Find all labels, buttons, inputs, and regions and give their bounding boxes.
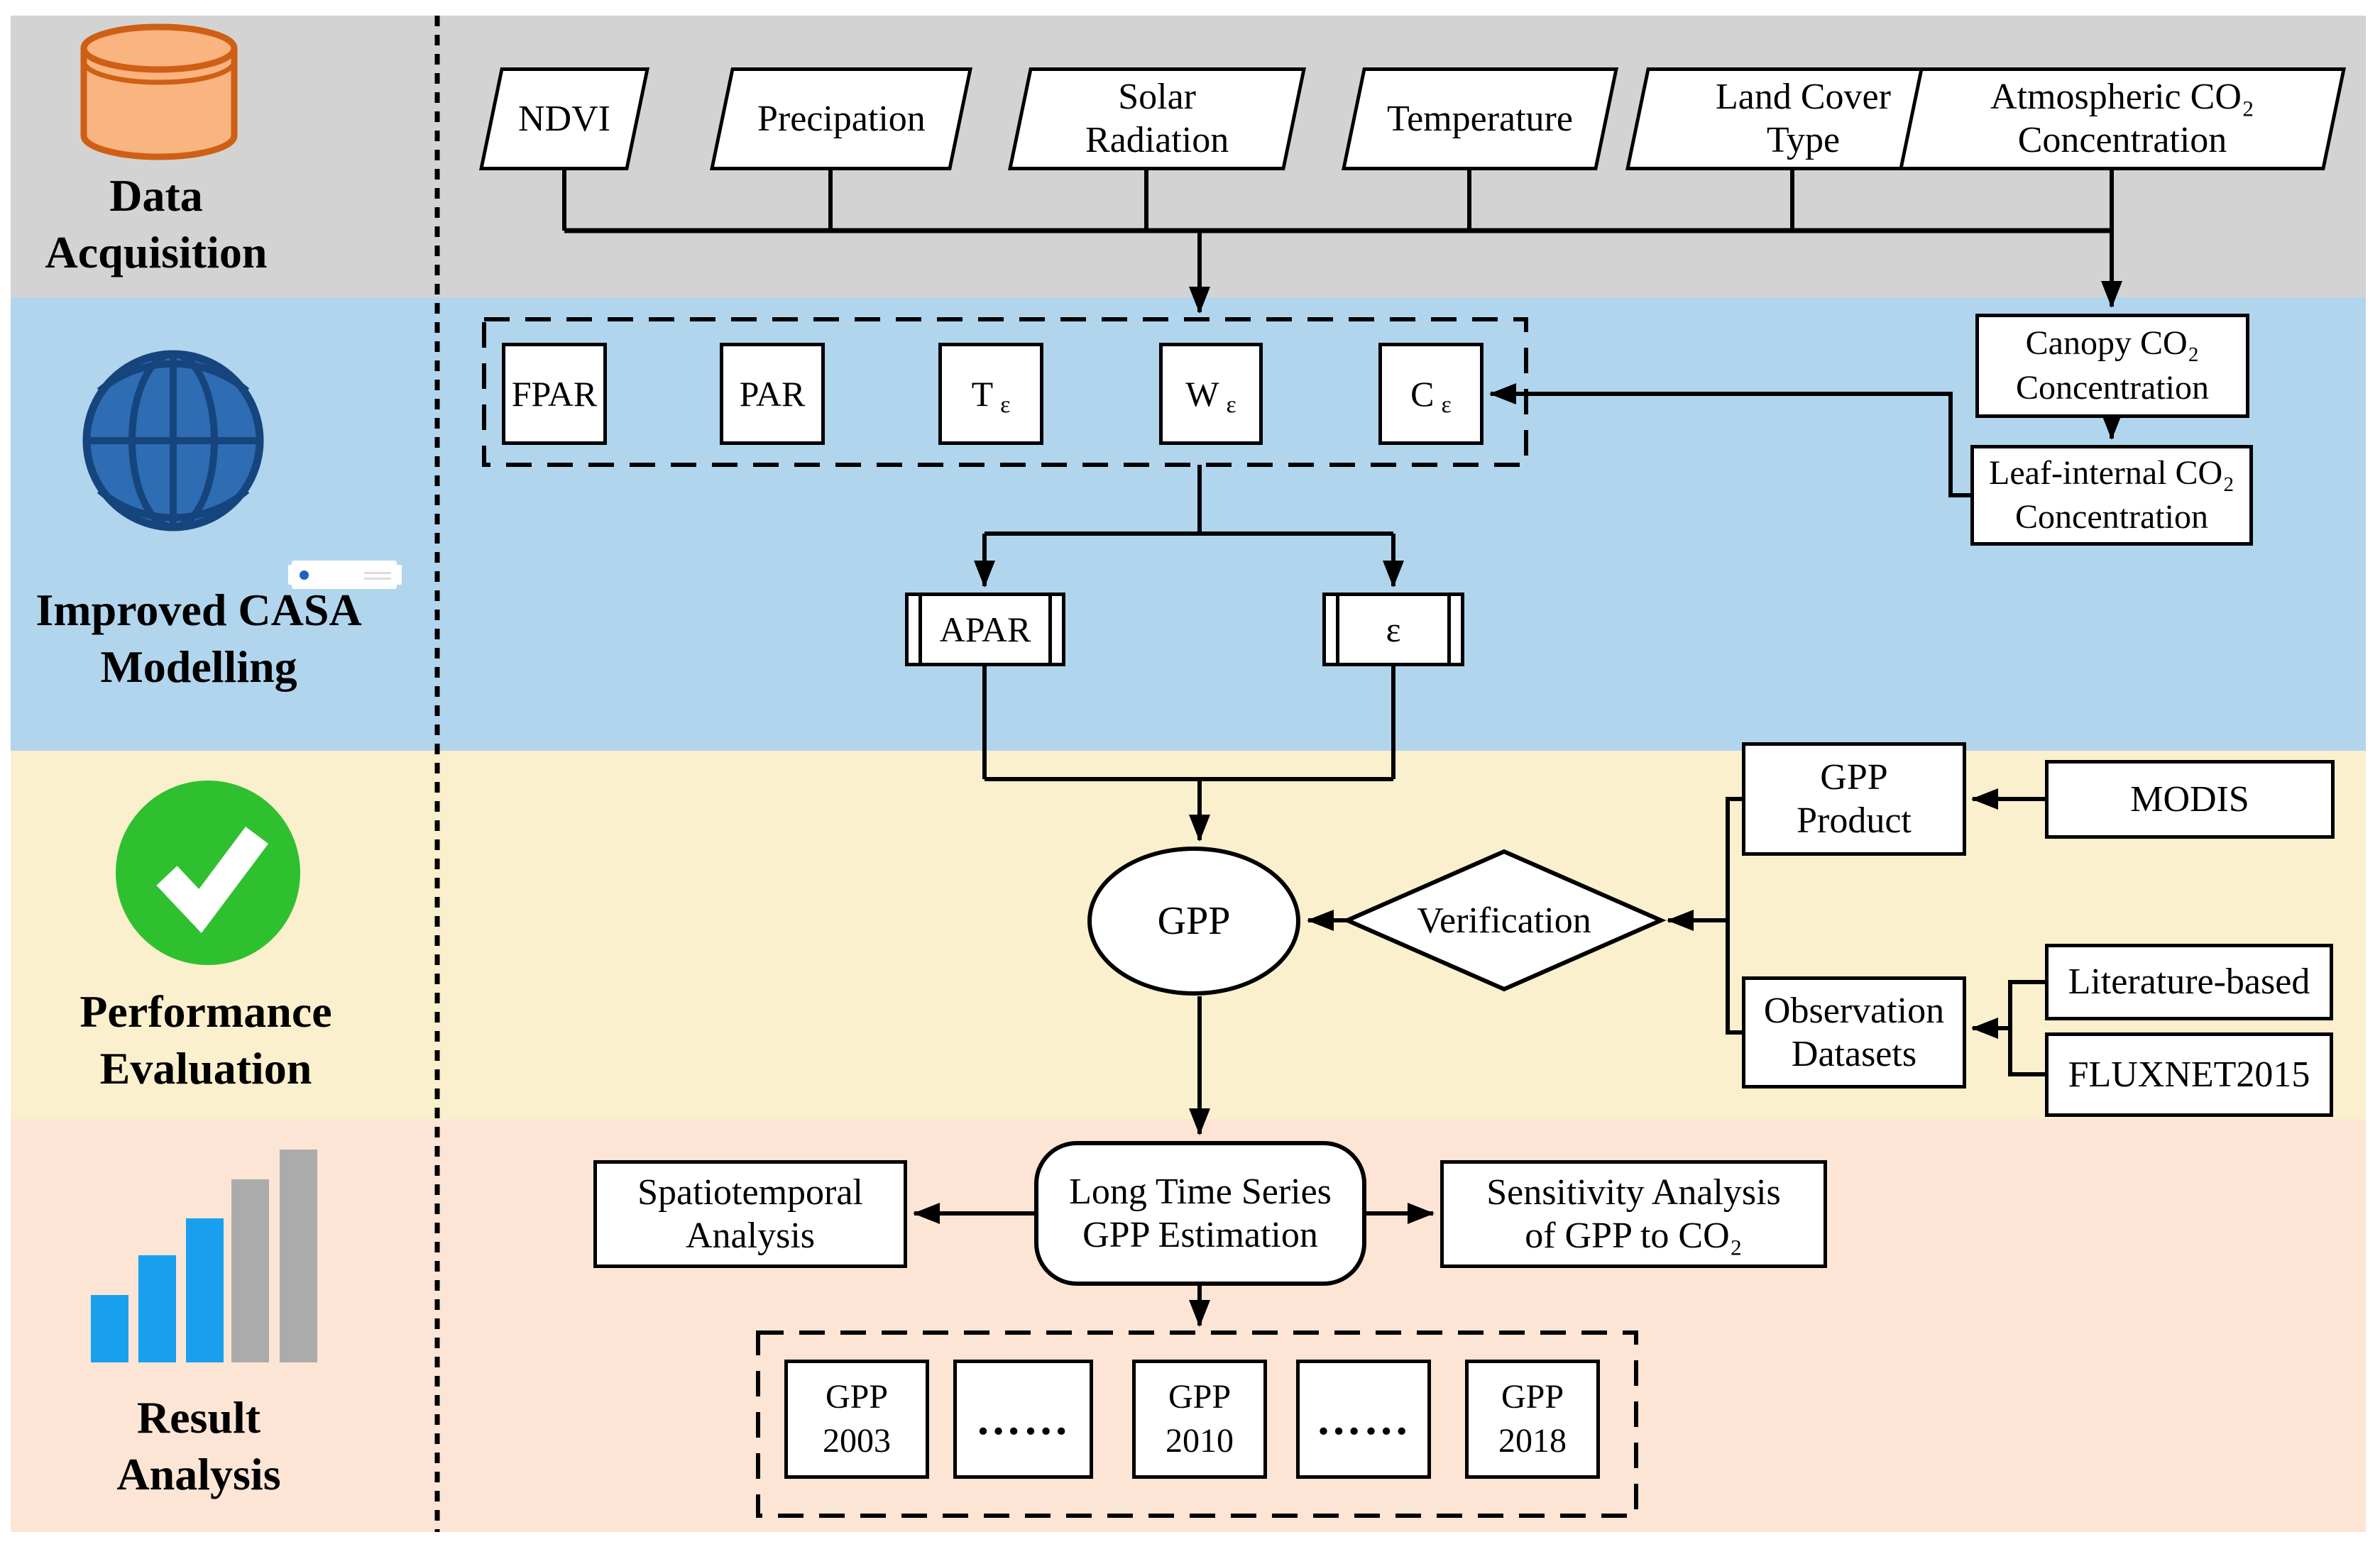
artifact-body — [292, 561, 397, 589]
model-fpar-box: FPAR — [502, 343, 607, 445]
literature-based-box: Literature-based — [2045, 944, 2333, 1020]
gpp-2003-box: GPP 2003 — [784, 1360, 929, 1479]
artifact-blue-dot — [300, 571, 309, 580]
verification-diamond — [1342, 849, 1667, 992]
database-cylinder-icon — [80, 23, 238, 160]
long-time-series-box: Long Time Series GPP Estimation — [1034, 1141, 1366, 1286]
input-precipation: Precipation — [709, 67, 973, 170]
ellipsis-box-1: …… — [953, 1360, 1093, 1479]
band-label-result-analysis: Result Analysis — [116, 1392, 281, 1499]
canopy-co2-box: Canopy CO₂ Concentration — [1975, 314, 2249, 418]
epsilon-box: ε — [1322, 593, 1464, 666]
gpp-product-box: GPP Product — [1742, 742, 1966, 856]
sensitivity-analysis-box: Sensitivity Analysis of GPP to CO₂ — [1440, 1160, 1827, 1268]
white-bar-artifact — [288, 561, 402, 589]
flow-arrows — [562, 170, 2122, 1327]
band-label-performance-evaluation: Performance Evaluation — [79, 986, 332, 1093]
artifact-line-1 — [364, 572, 391, 574]
artifact-left-tab — [288, 565, 295, 585]
input-temperature: Temperature — [1341, 67, 1619, 170]
gpp-2010-box: GPP 2010 — [1132, 1360, 1267, 1479]
band-label-improved-casa-modelling: Improved CASA Modelling — [35, 585, 362, 692]
ellipsis-box-2: …… — [1296, 1360, 1431, 1479]
input-ndvi: NDVI — [478, 67, 650, 170]
input-atmospheric-co2: Atmospheric CO₂ Concentration — [1898, 67, 2347, 170]
input-solar-radiation: Solar Radiation — [1007, 67, 1307, 170]
apar-box: APAR — [905, 593, 1065, 666]
observation-datasets-box: Observation Datasets — [1742, 976, 1966, 1089]
leaf-internal-co2-box: Leaf-internal CO₂ Concentration — [1970, 445, 2253, 546]
bar-chart-icon — [91, 1150, 317, 1362]
band-label-data-acquisition: Data Acquisition — [45, 170, 268, 277]
model-variables-dashed-box — [482, 317, 1528, 467]
modis-box: MODIS — [2045, 760, 2335, 839]
verification-label: Verification — [1417, 900, 1591, 941]
globe-icon — [82, 350, 264, 531]
check-circle-icon — [116, 781, 300, 965]
gpp-ellipse: GPP — [1087, 847, 1300, 996]
artifact-line-2 — [364, 578, 391, 580]
model-par-box: PAR — [720, 343, 825, 445]
yearly-gpp-dashed-box — [756, 1330, 1638, 1518]
fluxnet2015-box: FLUXNET2015 — [2045, 1032, 2333, 1117]
spatiotemporal-analysis-box: Spatiotemporal Analysis — [593, 1160, 907, 1268]
gpp-2018-box: GPP 2018 — [1465, 1360, 1600, 1479]
artifact-right-tab — [395, 565, 402, 585]
